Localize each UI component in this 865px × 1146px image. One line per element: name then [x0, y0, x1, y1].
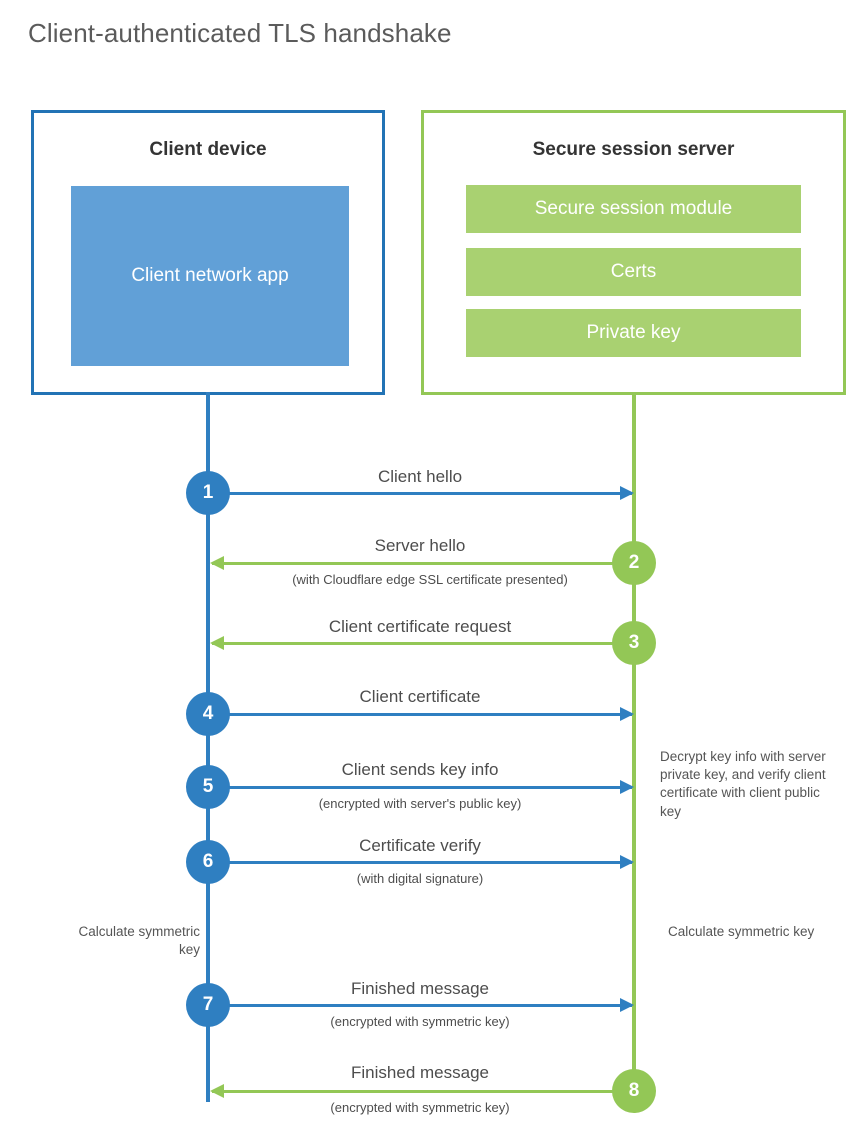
step-badge-3: 3 — [612, 621, 656, 665]
server-component-certs: Certs — [466, 248, 801, 296]
message-4-label: Client certificate — [359, 687, 481, 706]
message-6-line — [208, 861, 632, 864]
note-decrypt-key-info: Decrypt key info with server private key… — [660, 749, 826, 819]
note-calculate-symmetric-key-server: Calculate symmetric key — [668, 924, 815, 939]
message-1-arrowhead — [620, 486, 634, 500]
server-component-secure-session-module: Secure session module — [466, 185, 801, 233]
server-component-private-key: Private key — [466, 309, 801, 357]
message-2-line — [212, 562, 634, 565]
message-1-line — [208, 492, 632, 495]
message-5-line — [208, 786, 632, 789]
message-5-arrowhead — [620, 780, 634, 794]
message-5-label: Client sends key info — [341, 760, 499, 779]
message-3-label: Client certificate request — [328, 617, 512, 636]
message-6-sublabel: (with digital signature) — [356, 871, 484, 886]
message-3-arrowhead — [210, 636, 224, 650]
message-5-sublabel: (encrypted with server's public key) — [318, 796, 522, 811]
step-badge-4: 4 — [186, 692, 230, 736]
message-2-sublabel: (with Cloudflare edge SSL certificate pr… — [292, 572, 568, 587]
message-3-line — [212, 642, 634, 645]
client-device-box: Client device Client network app — [31, 110, 385, 395]
secure-session-server-box: Secure session server Secure session mod… — [421, 110, 846, 395]
client-network-app-block: Client network app — [71, 186, 349, 366]
step-badge-1: 1 — [186, 471, 230, 515]
message-4-line — [208, 713, 632, 716]
client-lifeline — [206, 392, 210, 1102]
message-8-label: Finished message — [351, 1063, 489, 1082]
message-6-arrowhead — [620, 855, 634, 869]
message-1-label: Client hello — [377, 467, 463, 486]
server-lifeline — [632, 392, 636, 1092]
message-6-label: Certificate verify — [359, 836, 481, 855]
message-2-label: Server hello — [374, 536, 466, 555]
step-badge-6: 6 — [186, 840, 230, 884]
step-badge-8: 8 — [612, 1069, 656, 1113]
message-7-line — [208, 1004, 632, 1007]
page-title: Client-authenticated TLS handshake — [28, 18, 452, 48]
message-7-label: Finished message — [351, 979, 489, 998]
message-4-arrowhead — [620, 707, 634, 721]
step-badge-7: 7 — [186, 983, 230, 1027]
message-7-arrowhead — [620, 998, 634, 1012]
client-device-title: Client device — [149, 139, 267, 160]
message-2-arrowhead — [210, 556, 224, 570]
message-8-sublabel: (encrypted with symmetric key) — [330, 1100, 510, 1115]
message-7-sublabel: (encrypted with symmetric key) — [330, 1014, 510, 1029]
step-badge-5: 5 — [186, 765, 230, 809]
message-8-line — [212, 1090, 634, 1093]
note-calculate-symmetric-key-client: Calculate symmetric key — [78, 924, 200, 958]
step-badge-2: 2 — [612, 541, 656, 585]
message-8-arrowhead — [210, 1084, 224, 1098]
secure-session-server-title: Secure session server — [532, 139, 735, 160]
